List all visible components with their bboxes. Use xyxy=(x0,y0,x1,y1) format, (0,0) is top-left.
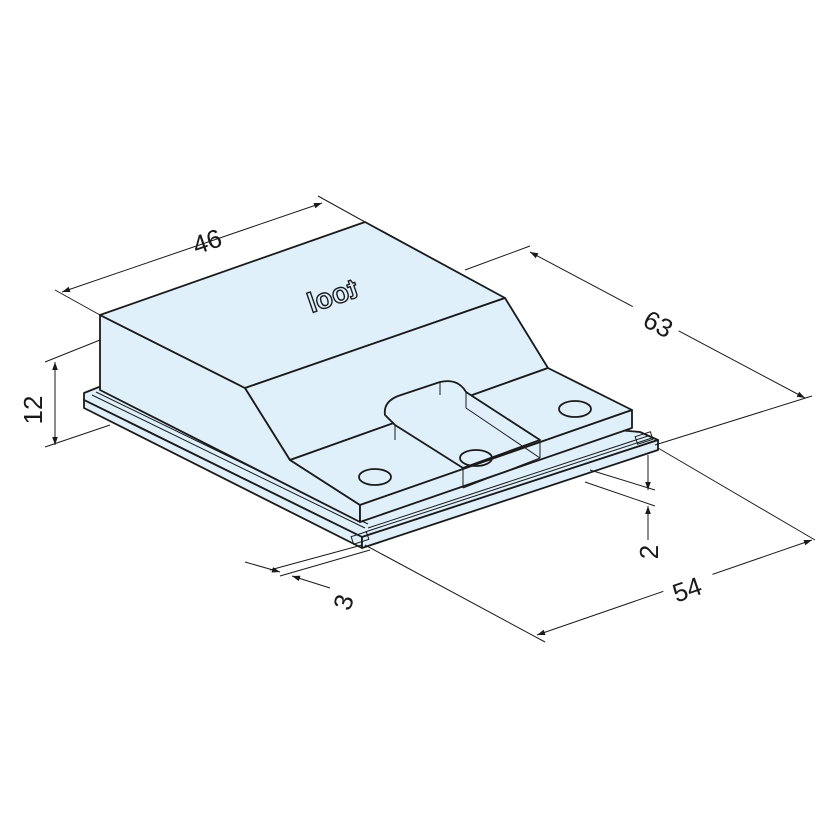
dimension-3: 3 xyxy=(244,544,371,614)
mounting-hole xyxy=(558,400,592,418)
plate-front-side xyxy=(361,439,659,549)
svg-text:3: 3 xyxy=(327,591,360,614)
block-body: tool xyxy=(99,221,633,523)
block-front-face xyxy=(359,409,633,523)
dimension-2: 2 xyxy=(584,455,664,559)
svg-text:46: 46 xyxy=(189,223,226,261)
dimension-12: 12 xyxy=(18,339,111,448)
dimension-54: 54 xyxy=(364,447,816,643)
svg-text:12: 12 xyxy=(18,396,48,425)
center-notch xyxy=(383,380,541,469)
mounting-hole xyxy=(358,468,392,486)
mounting-hole xyxy=(459,449,493,467)
svg-text:2: 2 xyxy=(634,545,664,559)
